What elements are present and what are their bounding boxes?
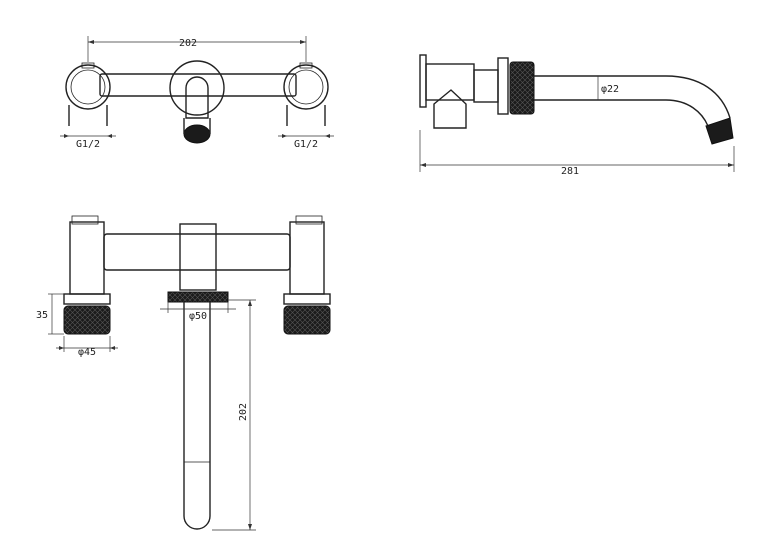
spout-neck <box>185 76 209 119</box>
front-view: 35 φ45 φ50 202 <box>36 215 331 531</box>
spout-outlet <box>183 124 211 144</box>
left-valve-inner <box>70 69 106 105</box>
side-view: φ22 281 <box>419 54 735 177</box>
spout-tip <box>705 117 734 145</box>
spout-length-dimension: 202 <box>212 299 256 531</box>
left-handle-ring <box>63 293 111 305</box>
spout-curve-outer <box>665 75 731 119</box>
right-valve-cap <box>295 215 323 225</box>
left-inlet-stub <box>68 105 108 126</box>
handle-diameter-dimension: φ45 <box>56 336 118 358</box>
spout-curve-inner <box>665 99 709 127</box>
left-knurled-handle <box>63 305 111 335</box>
wall-plate <box>419 54 427 108</box>
spout-outlet-sides <box>183 118 211 134</box>
left-inlet-dimension: G1/2 <box>60 134 116 150</box>
front-hub <box>179 223 217 291</box>
top-crossbar <box>99 73 297 97</box>
right-knurled-handle <box>283 305 331 335</box>
right-valve-column <box>289 221 325 295</box>
valve-body <box>425 63 475 101</box>
spout-plate-label: φ50 <box>189 311 207 322</box>
top-width-dimension: 202 <box>87 36 307 62</box>
front-crossbar <box>103 233 291 271</box>
front-spout <box>183 302 211 530</box>
pipe-diameter-label: φ22 <box>601 84 619 95</box>
handle-height-dimension: 35 <box>36 293 64 335</box>
right-valve-lug <box>299 62 313 69</box>
handle-diameter-label: φ45 <box>78 347 96 358</box>
top-width-label: 202 <box>179 38 197 49</box>
pipe-diameter-dimension: φ22 <box>597 76 619 100</box>
right-inlet-dimension: G1/2 <box>278 134 334 150</box>
spout-plate <box>167 291 229 303</box>
left-valve-cap <box>71 215 99 225</box>
side-length-label: 281 <box>561 166 579 177</box>
spout-length-label: 202 <box>238 403 249 421</box>
side-length-dimension: 281 <box>419 130 735 177</box>
right-valve-outer <box>283 64 329 110</box>
collar <box>473 69 499 103</box>
side-knurled-handle <box>509 61 535 115</box>
spout-hub-outer <box>169 60 225 116</box>
handle-height-label: 35 <box>36 310 48 321</box>
spout-plate-dimension: φ50 <box>160 302 236 322</box>
right-valve-inner <box>288 69 324 105</box>
flange <box>497 57 509 115</box>
right-handle-ring <box>283 293 331 305</box>
left-valve-outer <box>65 64 111 110</box>
right-inlet-label: G1/2 <box>294 139 318 150</box>
left-inlet-label: G1/2 <box>76 139 100 150</box>
right-inlet-stub <box>286 105 326 126</box>
valve-nut <box>433 89 467 129</box>
left-valve-column <box>69 221 105 295</box>
left-valve-lug <box>81 62 95 69</box>
top-view: 202 G1/2 G1/2 <box>60 36 334 150</box>
